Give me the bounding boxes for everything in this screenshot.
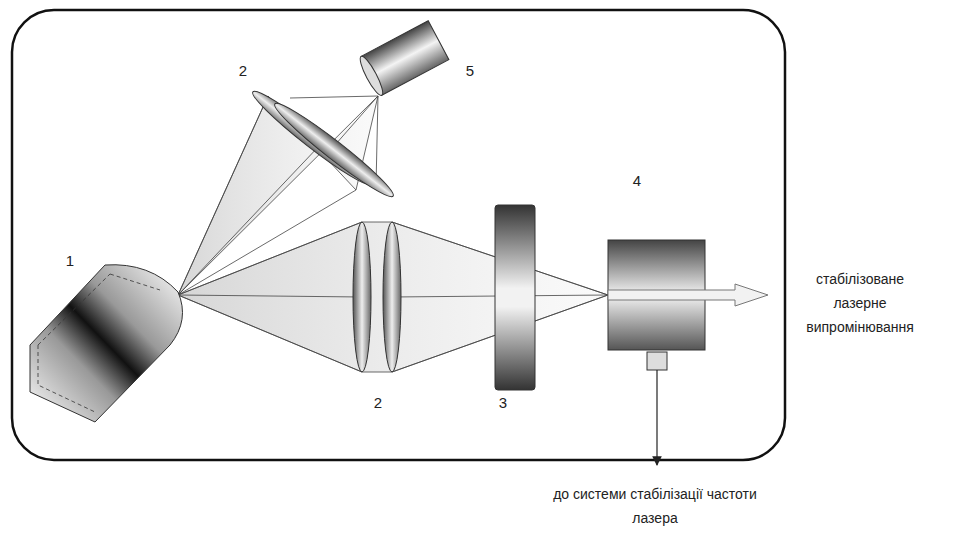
- lens-pair: [247, 85, 398, 204]
- photodetector: [357, 21, 449, 98]
- callout-number: 5: [455, 58, 485, 84]
- signal-note: до системи стабілізації частоти лазера: [535, 483, 775, 531]
- output-note: стабілізоване лазерне випромінювання: [790, 268, 930, 339]
- callout-number: 2: [363, 390, 393, 416]
- laser-crystal: [30, 265, 183, 422]
- output-beam: [608, 284, 768, 306]
- callout-number: 1: [55, 248, 85, 274]
- callout-number: 2: [228, 58, 258, 84]
- optical-plate: [495, 205, 535, 390]
- lens-pair: [353, 222, 401, 372]
- housing-frame: [12, 10, 785, 460]
- callout-number: 3: [488, 390, 518, 416]
- modulator-unit: [608, 240, 705, 465]
- light-beams: [178, 96, 608, 372]
- callout-number: 4: [622, 168, 652, 194]
